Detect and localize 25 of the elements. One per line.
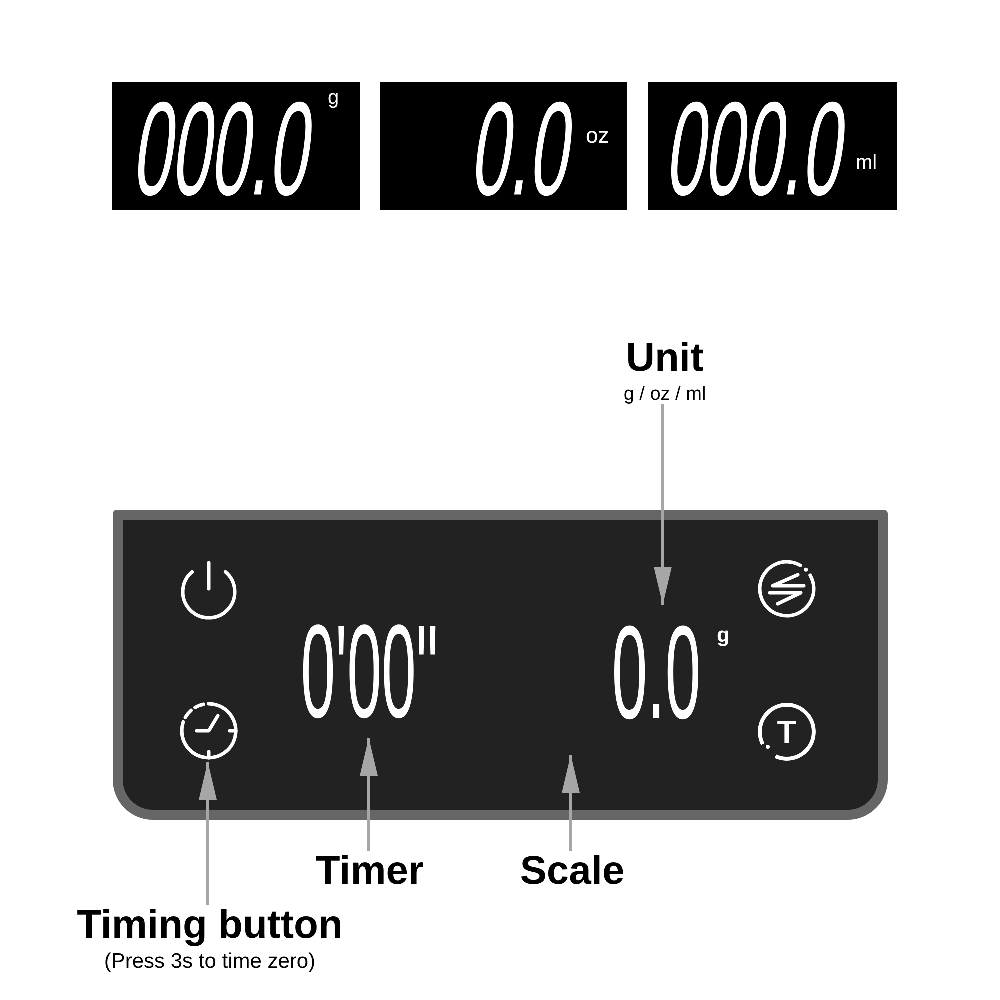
callout-label: Timer — [316, 851, 424, 891]
unit-label: g — [717, 625, 730, 646]
lcd-display — [380, 82, 627, 210]
display-reading: 0'00" — [301, 621, 438, 728]
display-reading: 0.0 — [612, 621, 701, 727]
lcd-display — [112, 82, 360, 210]
callout-label: Scale — [520, 851, 625, 891]
lcd-display — [648, 82, 897, 210]
unit-label: ml — [856, 153, 878, 173]
arrow — [562, 755, 580, 851]
arrow — [199, 762, 217, 905]
unit-label: g — [328, 88, 340, 108]
callout-label: Unit — [626, 338, 704, 378]
display-reading: 000.0 — [130, 96, 320, 202]
callout-note: (Press 3s to time zero) — [104, 951, 316, 972]
tare-button: T — [758, 703, 816, 761]
display-reading: 0.0 — [468, 96, 580, 202]
callout-label: Timing button — [77, 905, 343, 945]
arrow — [360, 738, 378, 851]
display-reading: 000.0 — [663, 96, 854, 202]
scale-control-panel — [113, 510, 888, 820]
callout-note: g / oz / ml — [624, 385, 706, 404]
unit-label: oz — [586, 125, 610, 147]
clock-icon — [178, 700, 240, 762]
arrow — [654, 404, 672, 605]
